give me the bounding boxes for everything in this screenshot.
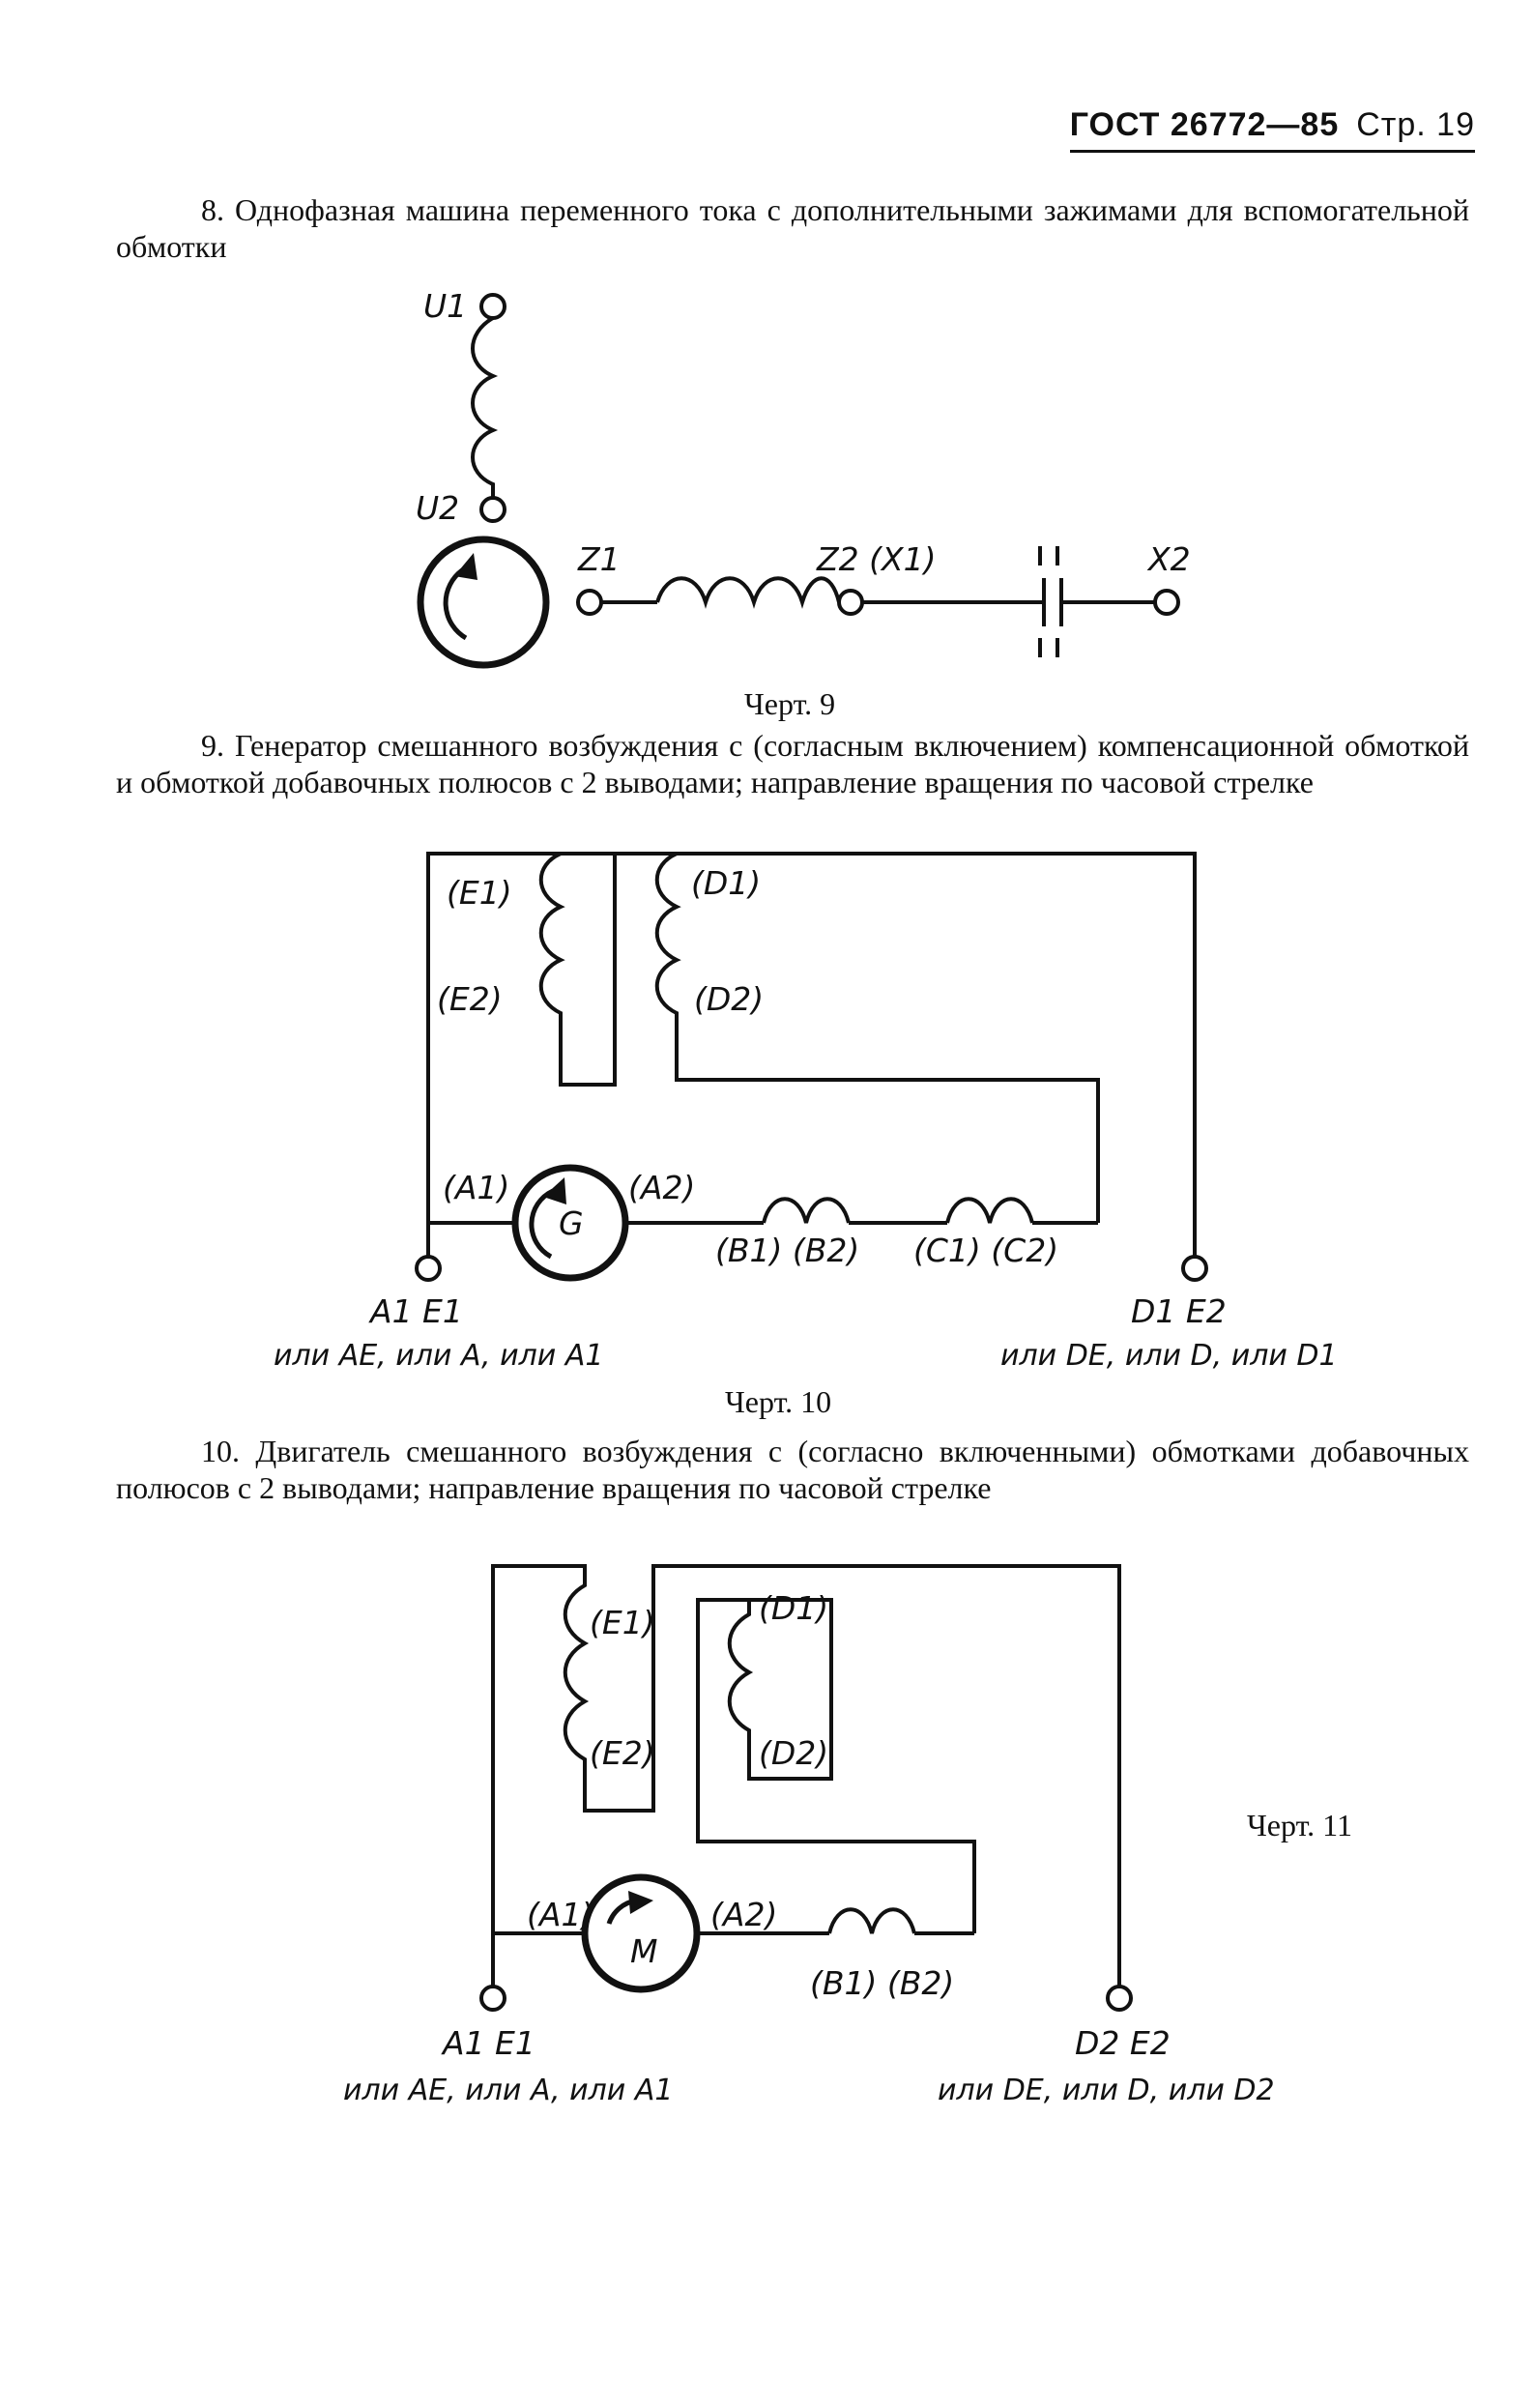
terminal-d2-e2 [1106, 1985, 1133, 2012]
label-m: M [630, 1932, 657, 1970]
label-z1: Z1 [577, 540, 621, 578]
winding-d-loop [654, 852, 1100, 1213]
label-left-alternatives: или AE, или A, или A1 [274, 1339, 603, 1373]
label-e1: (E1) [447, 874, 512, 912]
label-right-terminal: D1 E2 [1131, 1292, 1227, 1330]
winding-b [762, 1197, 851, 1224]
label-left-alternatives: или AE, или A, или A1 [343, 2074, 673, 2107]
outer-wire-e-loop [491, 1564, 1121, 1987]
terminal-x2 [1153, 589, 1180, 616]
label-b1-b2: (B1) (B2) [810, 1964, 954, 2002]
caption-fig-10: Черт. 10 [725, 1384, 832, 1419]
outer-wire [426, 852, 1197, 1257]
terminal-a1-e1 [415, 1255, 442, 1282]
label-d1: (D1) [691, 864, 761, 902]
label-left-terminal: A1 E1 [368, 1292, 463, 1330]
machine-circle [417, 536, 550, 669]
caption-fig-9: Черт. 9 [744, 686, 836, 721]
label-z2-x1: Z2 (X1) [816, 540, 936, 578]
label-d2: (D2) [694, 980, 764, 1018]
label-e2: (E2) [590, 1734, 655, 1772]
terminal-d1-e2 [1181, 1255, 1208, 1282]
item-8-text: 8. Однофазная машина переменного тока с … [116, 192, 1469, 264]
winding-b [827, 1907, 916, 1934]
item-10-text: 10. Двигатель смешанного возбуждения с (… [116, 1434, 1469, 1505]
arrow-head-icon [543, 1177, 566, 1204]
arrow-head-icon [454, 553, 477, 580]
label-c1-c2: (C1) (C2) [913, 1232, 1058, 1269]
label-right-terminal: D2 E2 [1075, 2024, 1171, 2062]
page-number: Стр. 19 [1356, 106, 1475, 143]
winding-e-loop [538, 852, 617, 1087]
inner-wire [696, 1598, 976, 1933]
arrow-head-icon [628, 1891, 653, 1914]
label-right-alternatives: или DE, или D, или D1 [1000, 1339, 1338, 1373]
winding-d-loop [727, 1598, 833, 1781]
winding-c [945, 1197, 1034, 1224]
terminal-a1-e1 [479, 1985, 506, 2012]
terminal-u2 [479, 496, 506, 523]
rotation-arrow-icon [443, 567, 468, 641]
label-b1-b2: (B1) (B2) [715, 1232, 859, 1269]
label-e1: (E1) [590, 1604, 655, 1641]
label-x2: X2 [1146, 540, 1191, 578]
label-e2: (E2) [437, 980, 503, 1018]
label-left-terminal: A1 E1 [441, 2024, 535, 2062]
label-d1: (D1) [759, 1589, 828, 1627]
label-a2: (A2) [710, 1896, 777, 1933]
item-10-text-block: 10. Двигатель смешанного возбуждения с (… [116, 1433, 1469, 1506]
label-u1: U1 [423, 287, 467, 325]
item-8-text-block: 8. Однофазная машина переменного тока с … [116, 191, 1469, 265]
winding-u [471, 316, 499, 498]
item-9-text-block: 9. Генератор смешанного возбуждения с (с… [116, 727, 1469, 800]
standard-number: ГОСТ 26772—85 [1069, 106, 1340, 143]
label-a1: (A1) [443, 1169, 509, 1206]
label-a2: (A2) [628, 1169, 695, 1206]
item-9-text: 9. Генератор смешанного возбуждения с (с… [116, 728, 1469, 799]
label-a1: (A1) [527, 1896, 593, 1933]
label-d2: (D2) [759, 1734, 828, 1772]
caption-fig-11: Черт. 11 [1247, 1808, 1352, 1842]
label-right-alternatives: или DE, или D, или D2 [938, 2074, 1275, 2107]
page-header: ГОСТ 26772—85 Стр. 19 [1069, 106, 1475, 153]
label-u2: U2 [416, 489, 459, 527]
winding-z [655, 576, 841, 609]
label-g: G [559, 1204, 584, 1242]
